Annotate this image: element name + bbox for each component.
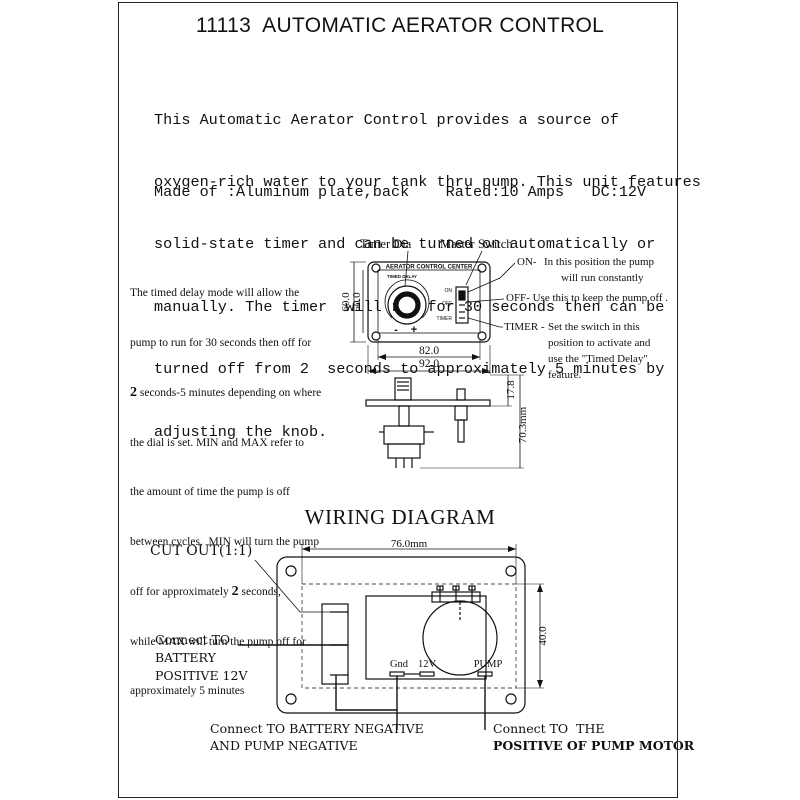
intro-line: oxygen-rich water to your tank thru pump… <box>154 172 701 191</box>
intro-line: adjusting the knob. <box>154 422 328 441</box>
panel-title: AERATOR CONTROL CENTER <box>386 265 473 271</box>
intro-paragraph: This Automatic Aerator Control provides … <box>154 68 701 484</box>
intro-line: turned off from 2 seconds to approximate… <box>154 360 665 379</box>
master-switch-label: Master Switch <box>440 237 513 251</box>
note-text: Connect TO <box>155 632 231 647</box>
pump-positive-note: Connect TO THE <box>493 721 605 736</box>
note-line: off for approximately 2 seconds, <box>130 584 321 601</box>
on-note: will run constantly <box>561 272 644 284</box>
note-text: seconds, <box>238 585 281 598</box>
note-line: between cycles. MIN will turn the pump <box>130 536 320 549</box>
front-panel <box>367 261 491 343</box>
switch-on-text: ON <box>445 288 453 294</box>
timed-delay-note: The timed delay mode will allow the pump… <box>130 252 321 733</box>
timer-dial <box>384 279 430 325</box>
note-line: approximately 5 minutes <box>130 685 245 698</box>
note-line: The timed delay mode will allow the <box>130 287 300 300</box>
pump-positive-note: POSITIVE OF PUMP MOTOR <box>493 738 695 753</box>
battery-negative-note: Connect TO BATTERY NEGATIVE <box>210 721 424 736</box>
page-border <box>118 2 678 798</box>
note-line: pump to run for 30 seconds then off for <box>130 336 312 349</box>
dim-width-inner: 82.0 <box>419 345 439 357</box>
dim-height-outer: 60.0 <box>340 292 352 312</box>
terminal-pump-label: PUMP <box>474 659 503 670</box>
on-note: In this position the pump <box>544 256 654 268</box>
terminal-12v-label: 12V <box>418 659 437 670</box>
note-text: seconds-5 minutes depending on where <box>137 386 322 399</box>
dim-length: 70.3mm <box>517 406 529 443</box>
note-line: the dial is set. MIN and MAX refer to <box>130 436 305 449</box>
intro-line: This Automatic Aerator Control provides … <box>154 110 619 129</box>
note-text: off for approximately <box>130 585 232 598</box>
switch-off-text: OFF <box>442 301 452 307</box>
timer-note: Set the switch in this <box>548 321 640 333</box>
timer-note: position to activate and <box>548 337 651 349</box>
on-label: ON- <box>517 256 537 268</box>
page-title: 11113 AUTOMATIC AERATOR CONTROL <box>195 14 605 37</box>
panel-subtitle: TIMED DELAY <box>387 274 417 279</box>
timer-note: feature. <box>548 369 582 381</box>
spec-line: Made of :Aluminum plate,back Rated:10 Am… <box>154 183 647 201</box>
wiring-diagram-title: WIRING DIAGRAM <box>304 505 496 529</box>
dim-width-outer: 92.0 <box>419 358 439 370</box>
battery-positive-note: POSITIVE 12V <box>155 668 248 683</box>
terminal-gnd-label: Gnd <box>390 659 409 670</box>
note-line: 2 seconds-5 minutes depending on where <box>130 385 321 402</box>
timer-label: TIMER - <box>504 321 545 333</box>
battery-positive-note: Connect TO <box>155 632 230 647</box>
switch-timer-text: TIMER <box>436 316 452 322</box>
timer-dial-label: Timer Dia <box>360 237 412 251</box>
cutout-label: CUT OUT(1:1) <box>150 543 253 559</box>
wiring-panel <box>276 556 526 714</box>
intro-line: manually. The timer will run for 30 seco… <box>154 297 665 316</box>
battery-positive-note: BATTERY <box>155 650 216 665</box>
dim-depth: 17.8 <box>505 380 517 400</box>
dial-minus: - <box>394 324 398 336</box>
dial-plus: + <box>411 324 417 336</box>
wiring-height-dim: 40.0 <box>537 626 549 646</box>
intro-line: solid-state timer and can be turned on a… <box>154 235 656 254</box>
note-number: 2 <box>130 384 137 400</box>
dim-height-inner: 50.0 <box>351 292 363 312</box>
master-switch <box>455 286 469 324</box>
battery-negative-note: AND PUMP NEGATIVE <box>210 738 358 753</box>
timer-note: use the "Timed Delay" <box>548 353 648 365</box>
wiring-width-dim: 76.0mm <box>391 538 428 550</box>
note-number: 2 <box>231 583 239 599</box>
side-view <box>365 377 491 468</box>
note-line: the amount of time the pump is off <box>130 486 290 499</box>
off-note: OFF- Use this to keep the pump off . <box>506 292 669 304</box>
